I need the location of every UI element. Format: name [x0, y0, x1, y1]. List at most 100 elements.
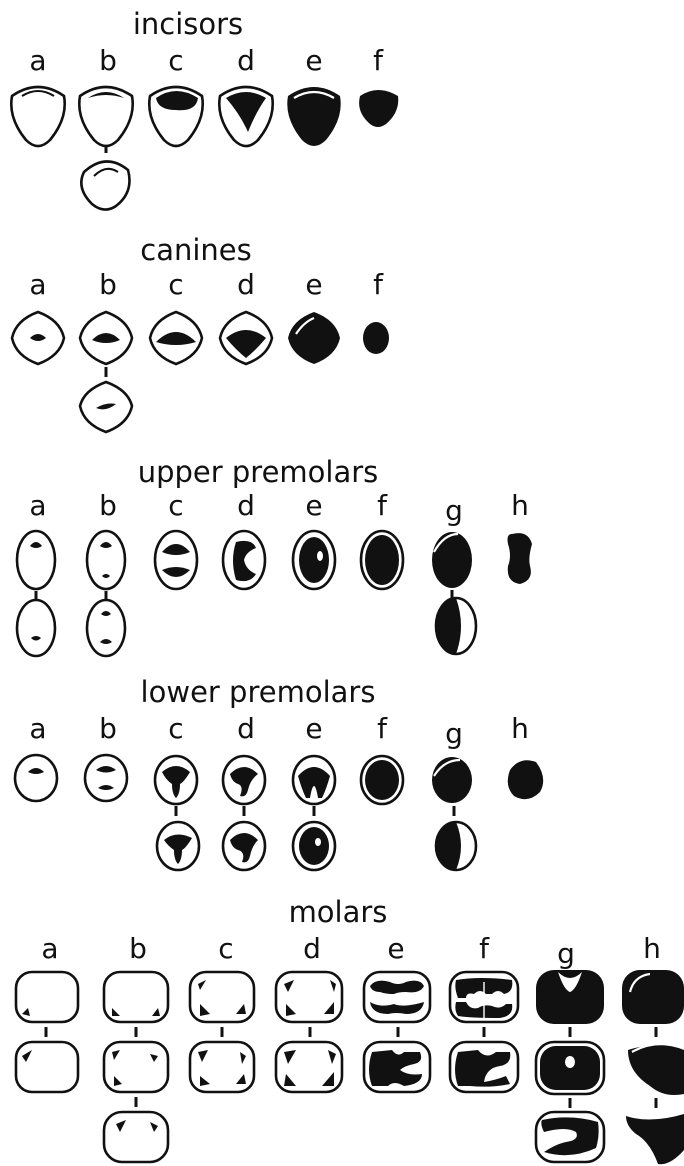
tooth-molar-a: [14, 970, 80, 1024]
stage-label-a: a: [29, 489, 46, 522]
stage-label-f: f: [377, 712, 388, 745]
section-upper-premolars: upper premolars a b c d e f g h: [15, 455, 532, 658]
section-molars: molars a b c d e f g h: [14, 895, 684, 1165]
stage-label-a: a: [29, 712, 46, 745]
tooth-molar-a-alt: [14, 1040, 80, 1094]
tooth-upper-premolar-c: [153, 529, 199, 591]
tooth-molar-f-alt: [448, 1040, 520, 1094]
tooth-canine-a: [10, 310, 66, 366]
stage-label-e: e: [305, 268, 322, 301]
section-incisors: incisors a b c d e f: [10, 7, 399, 211]
stage-label-b: b: [99, 44, 117, 77]
section-title-canines: canines: [140, 233, 251, 267]
tooth-lower-premolar-c: [153, 754, 199, 806]
stage-label-c: c: [168, 489, 183, 522]
section-title-upper-premolars: upper premolars: [138, 455, 379, 489]
stage-label-f: f: [373, 44, 384, 77]
tooth-lower-premolar-e-alt: [291, 820, 337, 872]
tooth-canine-d: [218, 310, 274, 366]
tooth-molar-h-third: [626, 1114, 684, 1165]
stage-label-d: d: [237, 712, 255, 745]
tooth-molar-f: [448, 970, 520, 1024]
tooth-molar-g-alt: [534, 1040, 606, 1096]
tooth-lower-premolar-d: [221, 754, 267, 806]
tooth-upper-premolar-a: [15, 529, 57, 591]
stage-label-b: b: [129, 932, 147, 965]
tooth-molar-b-alt: [102, 1040, 170, 1094]
tooth-canine-f: [363, 322, 389, 354]
tooth-molar-b: [102, 970, 170, 1024]
tooth-canine-b: [78, 310, 134, 366]
stage-label-e: e: [305, 44, 322, 77]
tooth-incisor-c: [148, 85, 204, 148]
tooth-incisor-f: [359, 90, 399, 127]
tooth-molar-c: [188, 970, 256, 1024]
tooth-lower-premolar-d-alt: [221, 820, 267, 872]
stage-label-d: d: [237, 44, 255, 77]
tooth-upper-premolar-b-alt: [85, 598, 127, 658]
section-title-lower-premolars: lower premolars: [141, 675, 376, 709]
tooth-lower-premolar-g: [432, 757, 472, 803]
stage-label-f: f: [373, 268, 384, 301]
stage-label-g: g: [557, 937, 575, 970]
stage-label-a: a: [29, 44, 46, 77]
tooth-molar-b-third: [102, 1110, 170, 1164]
stage-label-b: b: [99, 268, 117, 301]
stage-label-d: d: [237, 489, 255, 522]
stage-label-b: b: [99, 489, 117, 522]
tooth-incisor-b: [78, 85, 134, 148]
tooth-incisor-b-alt: [80, 160, 131, 211]
tooth-molar-d: [274, 970, 344, 1024]
tooth-incisor-a: [10, 85, 66, 148]
tooth-lower-premolar-g-alt: [434, 820, 478, 872]
stage-label-e: e: [387, 932, 404, 965]
tooth-lower-premolar-b: [83, 753, 129, 803]
tooth-molar-g-third: [534, 1110, 606, 1164]
tooth-molar-h-alt: [628, 1042, 684, 1095]
stage-label-g: g: [445, 717, 463, 750]
stage-label-h: h: [511, 489, 529, 522]
section-title-molars: molars: [289, 895, 388, 929]
tooth-molar-h: [622, 970, 684, 1024]
stage-label-f: f: [479, 932, 490, 965]
tooth-molar-g: [536, 970, 604, 1024]
stage-label-e: e: [305, 712, 322, 745]
stage-label-c: c: [168, 44, 183, 77]
stage-label-g: g: [445, 494, 463, 527]
tooth-molar-e-alt: [362, 1040, 432, 1094]
tooth-canine-c: [148, 310, 204, 366]
tooth-upper-premolar-h: [507, 533, 532, 584]
section-title-incisors: incisors: [133, 7, 243, 41]
tooth-canine-e: [288, 312, 340, 364]
stage-label-c: c: [168, 712, 183, 745]
stage-label-b: b: [99, 712, 117, 745]
tooth-upper-premolar-g: [432, 532, 472, 588]
stage-label-h: h: [643, 932, 661, 965]
stage-label-f: f: [377, 489, 388, 522]
stage-label-a: a: [29, 268, 46, 301]
tooth-lower-premolar-a: [13, 753, 59, 803]
tooth-incisor-e: [287, 87, 341, 146]
stage-label-d: d: [237, 268, 255, 301]
stage-label-e: e: [305, 489, 322, 522]
tooth-lower-premolar-f: [359, 754, 405, 806]
tooth-upper-premolar-f: [359, 529, 405, 591]
tooth-molar-d-alt: [274, 1040, 344, 1094]
section-canines: canines a b c d e f: [10, 233, 389, 434]
stage-label-a: a: [41, 932, 58, 965]
tooth-upper-premolar-d: [221, 529, 267, 591]
tooth-molar-e: [362, 970, 432, 1024]
tooth-molar-c-alt: [188, 1040, 256, 1094]
stage-label-d: d: [303, 932, 321, 965]
stage-label-c: c: [218, 932, 233, 965]
tooth-lower-premolar-h: [507, 760, 544, 800]
stage-label-c: c: [168, 268, 183, 301]
tooth-upper-premolar-b: [85, 529, 127, 591]
tooth-upper-premolar-e: [291, 529, 337, 591]
tooth-upper-premolar-g-alt: [434, 596, 478, 656]
section-lower-premolars: lower premolars a b c d e f g h: [13, 675, 544, 872]
tooth-incisor-d: [218, 85, 274, 148]
tooth-lower-premolar-c-alt: [155, 820, 201, 872]
tooth-upper-premolar-a-alt: [15, 598, 57, 658]
